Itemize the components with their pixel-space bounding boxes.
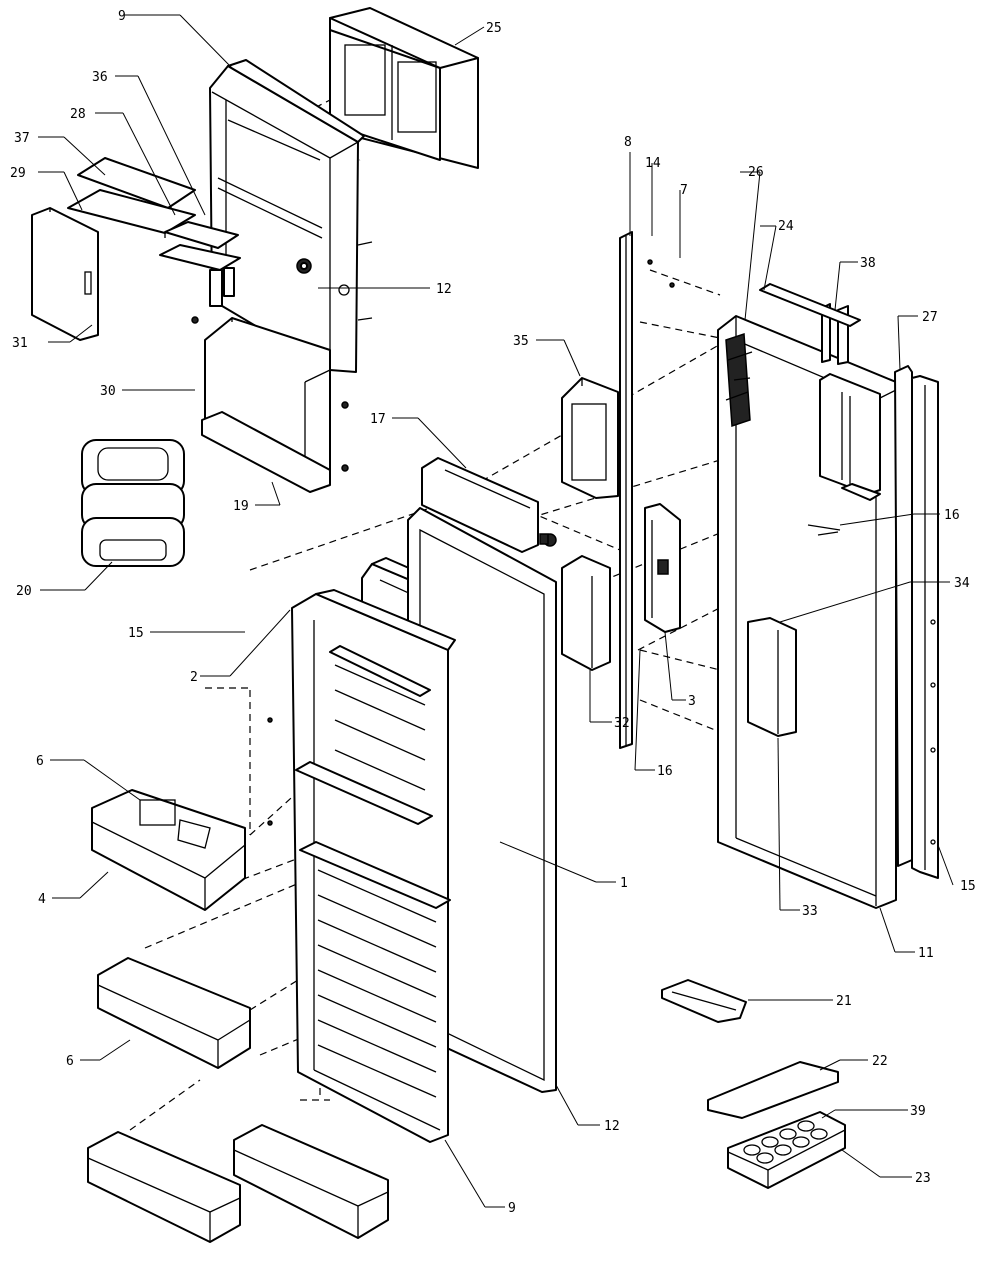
callout-14: 15 — [960, 879, 976, 894]
callout-11: 12 — [436, 282, 452, 297]
callout-labels: 9 25 36 28 37 29 31 30 19 20 12 17 35 8 … — [10, 9, 976, 1216]
callout-9: 9 — [508, 1201, 516, 1216]
callout-22: 22 — [872, 1054, 888, 1069]
callout-1: 1 — [620, 876, 628, 891]
part-17-chute — [421, 457, 557, 553]
callout-4: 4 — [38, 892, 46, 907]
callout-7: 7 — [680, 183, 688, 198]
part-22-lid — [707, 1061, 839, 1119]
callout-16-right: 16 — [944, 508, 960, 523]
callout-26: 26 — [748, 165, 764, 180]
callout-27: 27 — [922, 310, 938, 325]
part-4-6-bin — [91, 789, 246, 911]
part-3-housing — [644, 503, 681, 633]
part-25-box — [329, 7, 479, 169]
callout-10: 11 — [918, 946, 934, 961]
callout-12: 12 — [604, 1119, 620, 1134]
part-35-dispenser-frame — [561, 377, 619, 499]
callout-19: 19 — [233, 499, 249, 514]
callout-32: 32 — [614, 716, 630, 731]
callout-15: 15 — [128, 626, 144, 641]
callout-35: 35 — [513, 334, 529, 349]
callout-6-lower: 6 — [66, 1054, 74, 1069]
callout-33: 33 — [802, 904, 818, 919]
callout-37: 37 — [14, 131, 30, 146]
callout-28: 28 — [70, 107, 86, 122]
callout-3: 3 — [688, 694, 696, 709]
part-32-panel — [561, 555, 611, 671]
callout-24: 24 — [778, 219, 794, 234]
part-8-trim — [619, 231, 633, 749]
part-9-door-liner — [267, 589, 456, 1143]
callout-21: 21 — [836, 994, 852, 1009]
callout-34: 34 — [954, 576, 970, 591]
callout-29: 29 — [10, 166, 26, 181]
callout-30: 30 — [100, 384, 116, 399]
freezer-door-assembly — [647, 259, 939, 909]
part-11-knob — [296, 258, 312, 274]
callout-20: 20 — [16, 584, 32, 599]
callout-31: 31 — [12, 336, 28, 351]
part-31-door-panel — [31, 207, 99, 341]
callout-38: 38 — [860, 256, 876, 271]
callout-6-upper: 6 — [36, 754, 44, 769]
part-23-39-ice-bucket — [727, 1111, 846, 1189]
callout-13: 14 — [645, 156, 661, 171]
ice-cube-cells — [743, 1120, 828, 1164]
lower-bin-left — [87, 1131, 241, 1243]
part-21-tray — [661, 979, 747, 1023]
part-6-bin — [97, 957, 251, 1069]
lower-bin-right — [233, 1124, 389, 1239]
leader-lines — [38, 14, 954, 1208]
callout-36: 36 — [92, 70, 108, 85]
part-36-bracket — [159, 221, 241, 307]
callout-8: 8 — [624, 135, 632, 150]
callout-18: 9 — [118, 9, 126, 24]
callout-23: 23 — [915, 1171, 931, 1186]
part-19-base — [201, 411, 331, 493]
callout-25: 25 — [486, 21, 502, 36]
callout-17: 17 — [370, 412, 386, 427]
callout-16-mid: 16 — [657, 764, 673, 779]
callout-2: 2 — [190, 670, 198, 685]
part-37-29-shelf — [67, 157, 196, 238]
part-18-liner — [209, 59, 373, 373]
part-20-containers — [81, 439, 185, 567]
callout-39: 39 — [910, 1104, 926, 1119]
